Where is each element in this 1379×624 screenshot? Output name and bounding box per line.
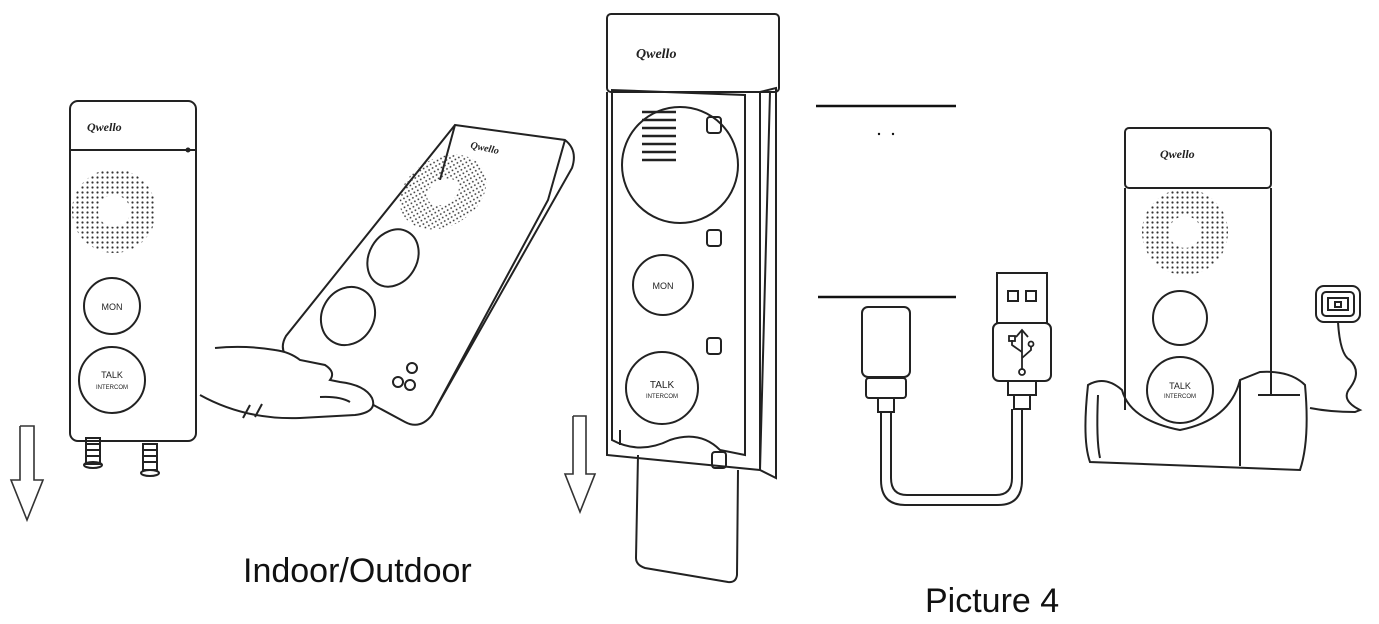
- instruction-lines: [816, 104, 956, 299]
- back-brand-logo: Qwello: [636, 47, 676, 62]
- speaker-grille-icon: [1142, 189, 1228, 275]
- back-talk-label: TALK: [650, 380, 675, 391]
- tilted-brand-logo: Qwello: [469, 140, 500, 157]
- speaker-grille-icon: [399, 154, 487, 230]
- speaker-grille-icon: [72, 169, 156, 253]
- brand-logo: Qwello: [87, 120, 122, 134]
- dock-brand-logo: Qwello: [1160, 147, 1195, 161]
- dock-talk-label: TALK: [1169, 381, 1191, 391]
- intercom-unit-docked: Qwello TALK INTERCOM: [1084, 127, 1308, 472]
- down-arrow-icon: [563, 415, 597, 515]
- finger-press-icon: [199, 345, 375, 420]
- usb-icon: [1008, 328, 1035, 376]
- mon-button-label: MON: [102, 302, 123, 312]
- intercom-unit-front-screwed: Qwello MON TALK INTERCOM: [69, 100, 197, 477]
- intercom-unit-tilted: Qwello: [281, 123, 575, 426]
- back-talk-sublabel: INTERCOM: [646, 394, 678, 400]
- back-mon-label: MON: [653, 281, 674, 291]
- intercom-unit-back-plate: Qwello MON TALK INTERCOM: [606, 13, 780, 584]
- caption-picture-number: Picture 4: [925, 582, 1060, 620]
- dock-talk-sublabel: INTERCOM: [1164, 394, 1196, 400]
- screw-right: [140, 443, 160, 477]
- talk-button-sublabel: INTERCOM: [96, 385, 128, 391]
- power-outlet-icon: [1309, 285, 1363, 414]
- screw-left: [83, 437, 103, 469]
- usb-cable: [861, 272, 1052, 506]
- talk-button-label: TALK: [101, 370, 123, 380]
- down-arrow-icon: [9, 425, 45, 523]
- caption-indoor-outdoor: Indoor/Outdoor: [243, 552, 472, 590]
